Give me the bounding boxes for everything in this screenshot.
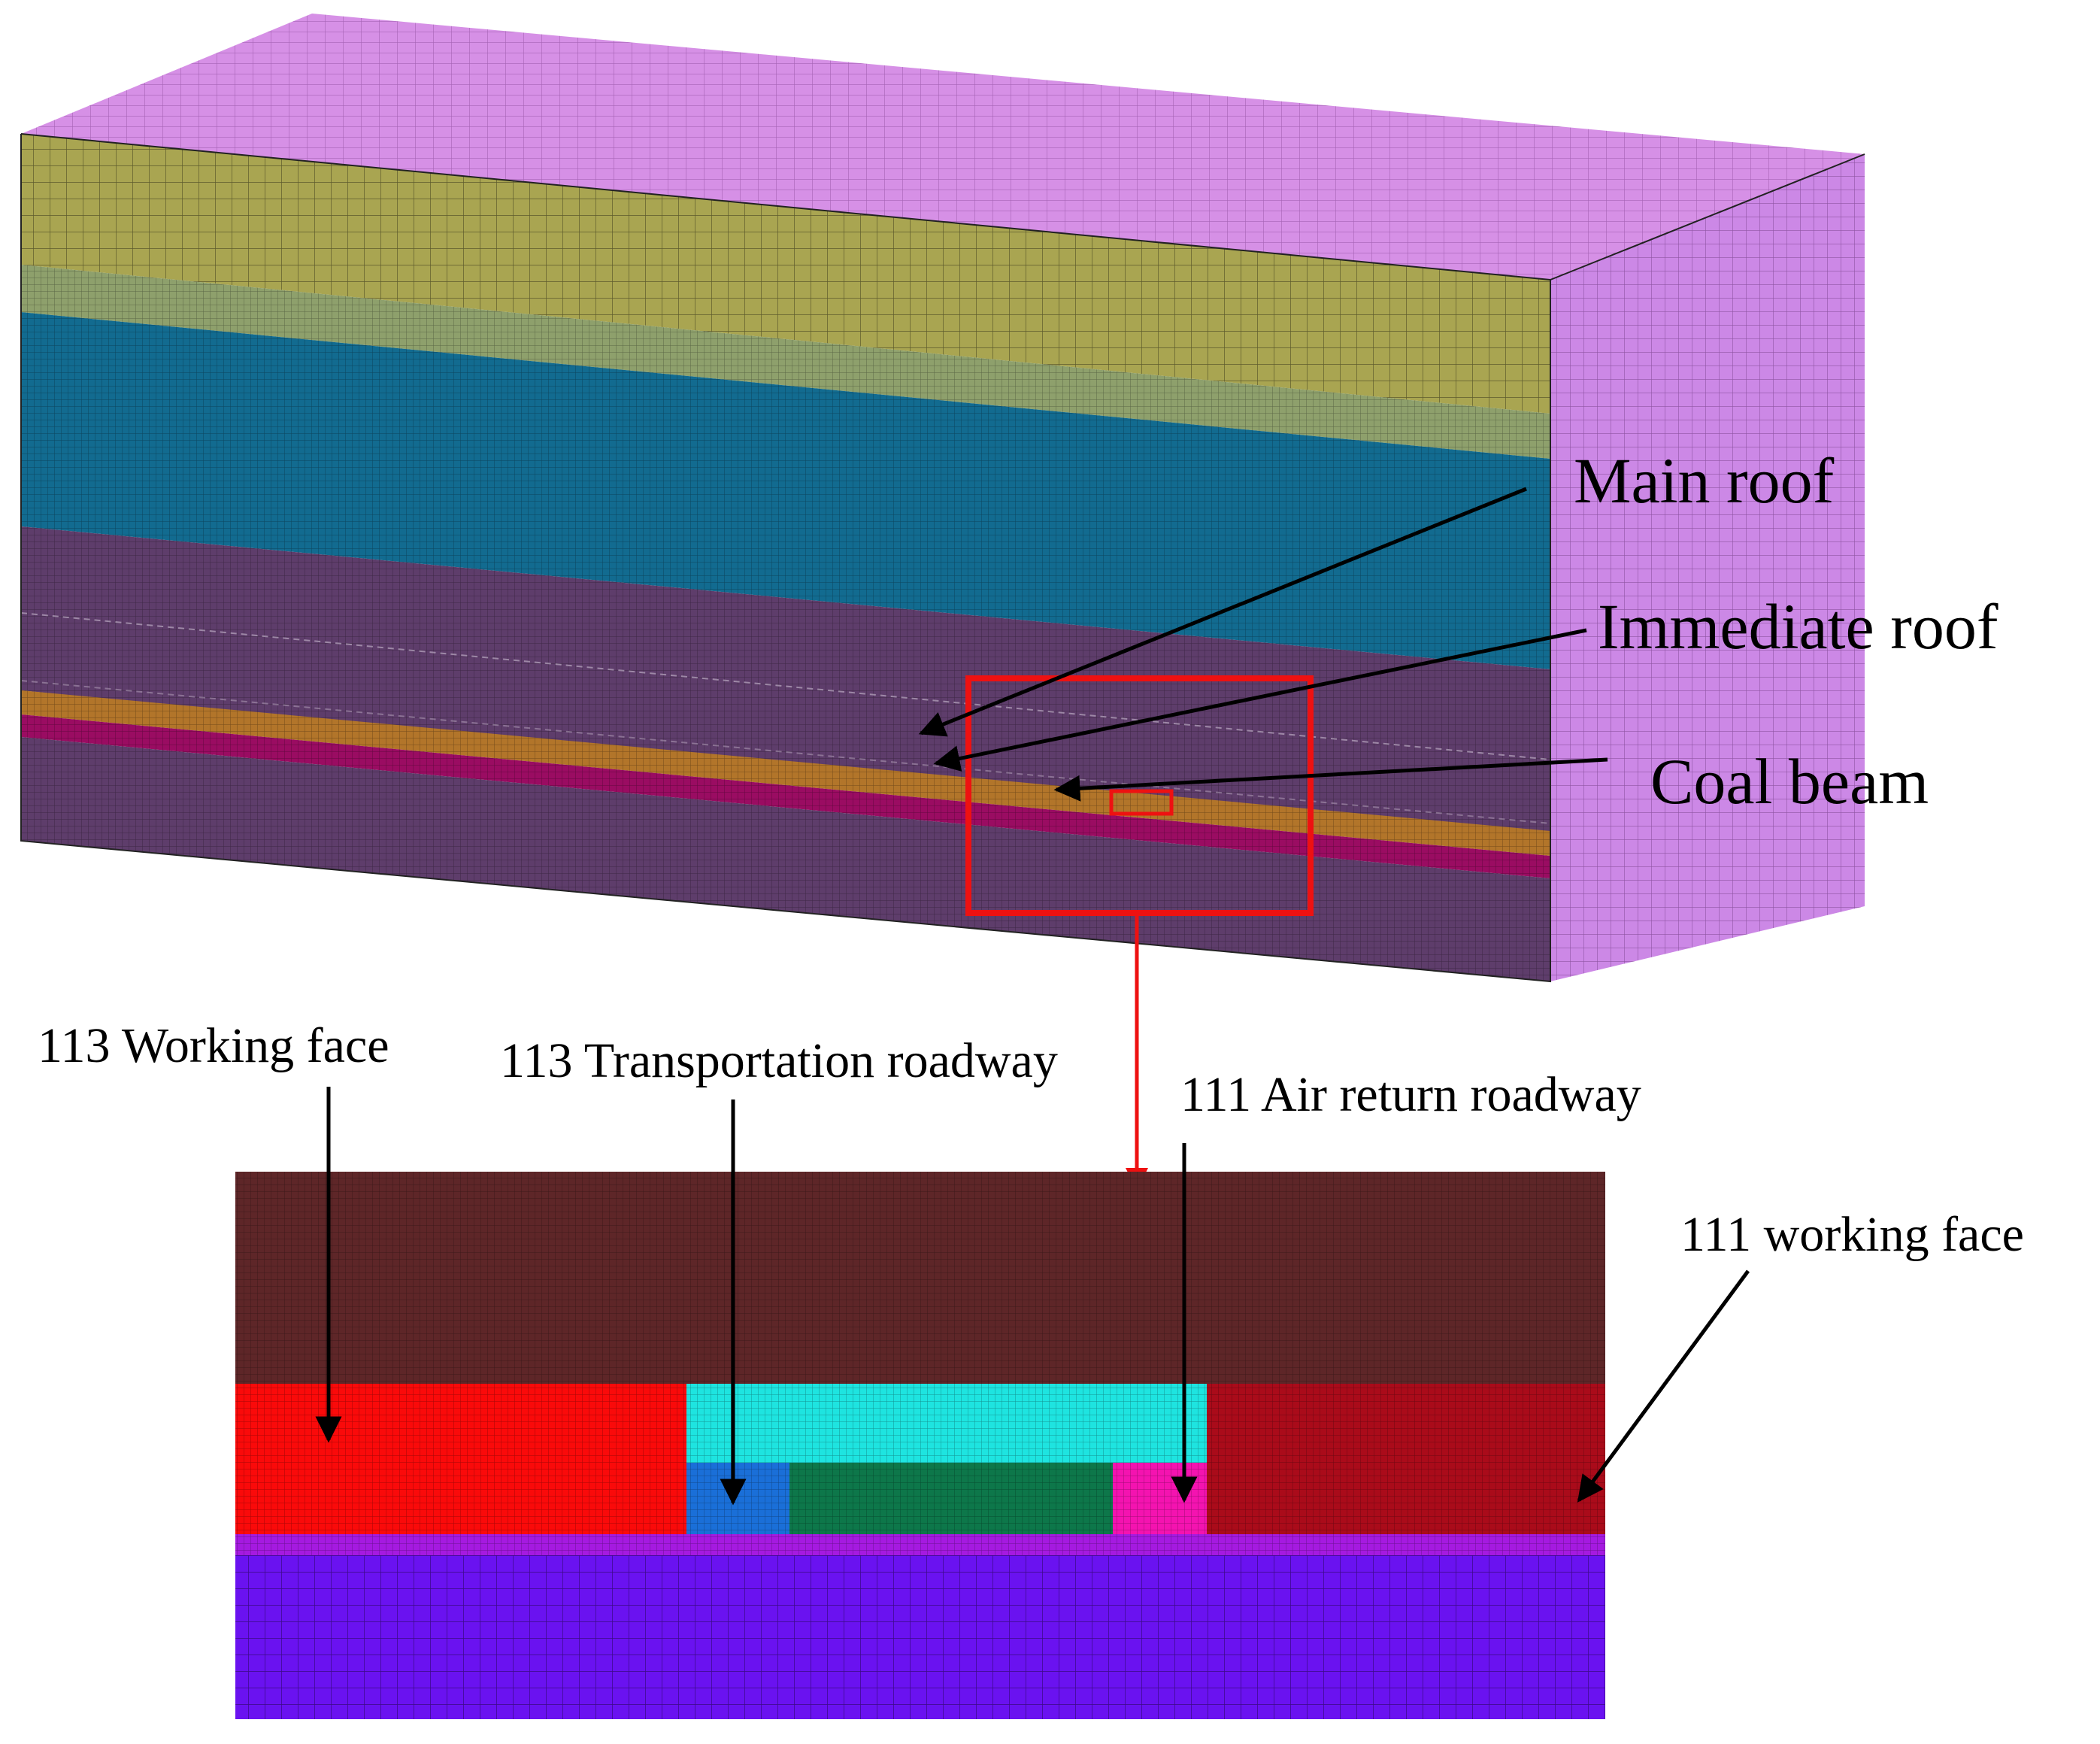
- label-coal-beam: Coal beam: [1650, 745, 1929, 817]
- label-main-roof: Main roof: [1574, 444, 1835, 517]
- label-113-transportation-roadway: 113 Transportation roadway: [500, 1033, 1058, 1088]
- label-113-working-face: 113 Working face: [38, 1018, 389, 1073]
- arrow-111-working-face: [1577, 1269, 1750, 1503]
- three-d-model: [20, 14, 1865, 1190]
- arrow-main-roof: [918, 487, 1527, 737]
- detail-section: [235, 1172, 1605, 1719]
- arrow-coal-beam: [1053, 757, 1608, 802]
- label-immediate-roof: Immediate roof: [1598, 590, 1998, 663]
- highlight-box: [965, 675, 1314, 916]
- label-111-air-return-roadway: 111 Air return roadway: [1180, 1067, 1641, 1122]
- model-roadway-marker: [1109, 789, 1174, 816]
- arrow-immediate-roof: [933, 628, 1587, 772]
- label-111-working-face: 111 working face: [1680, 1207, 2024, 1262]
